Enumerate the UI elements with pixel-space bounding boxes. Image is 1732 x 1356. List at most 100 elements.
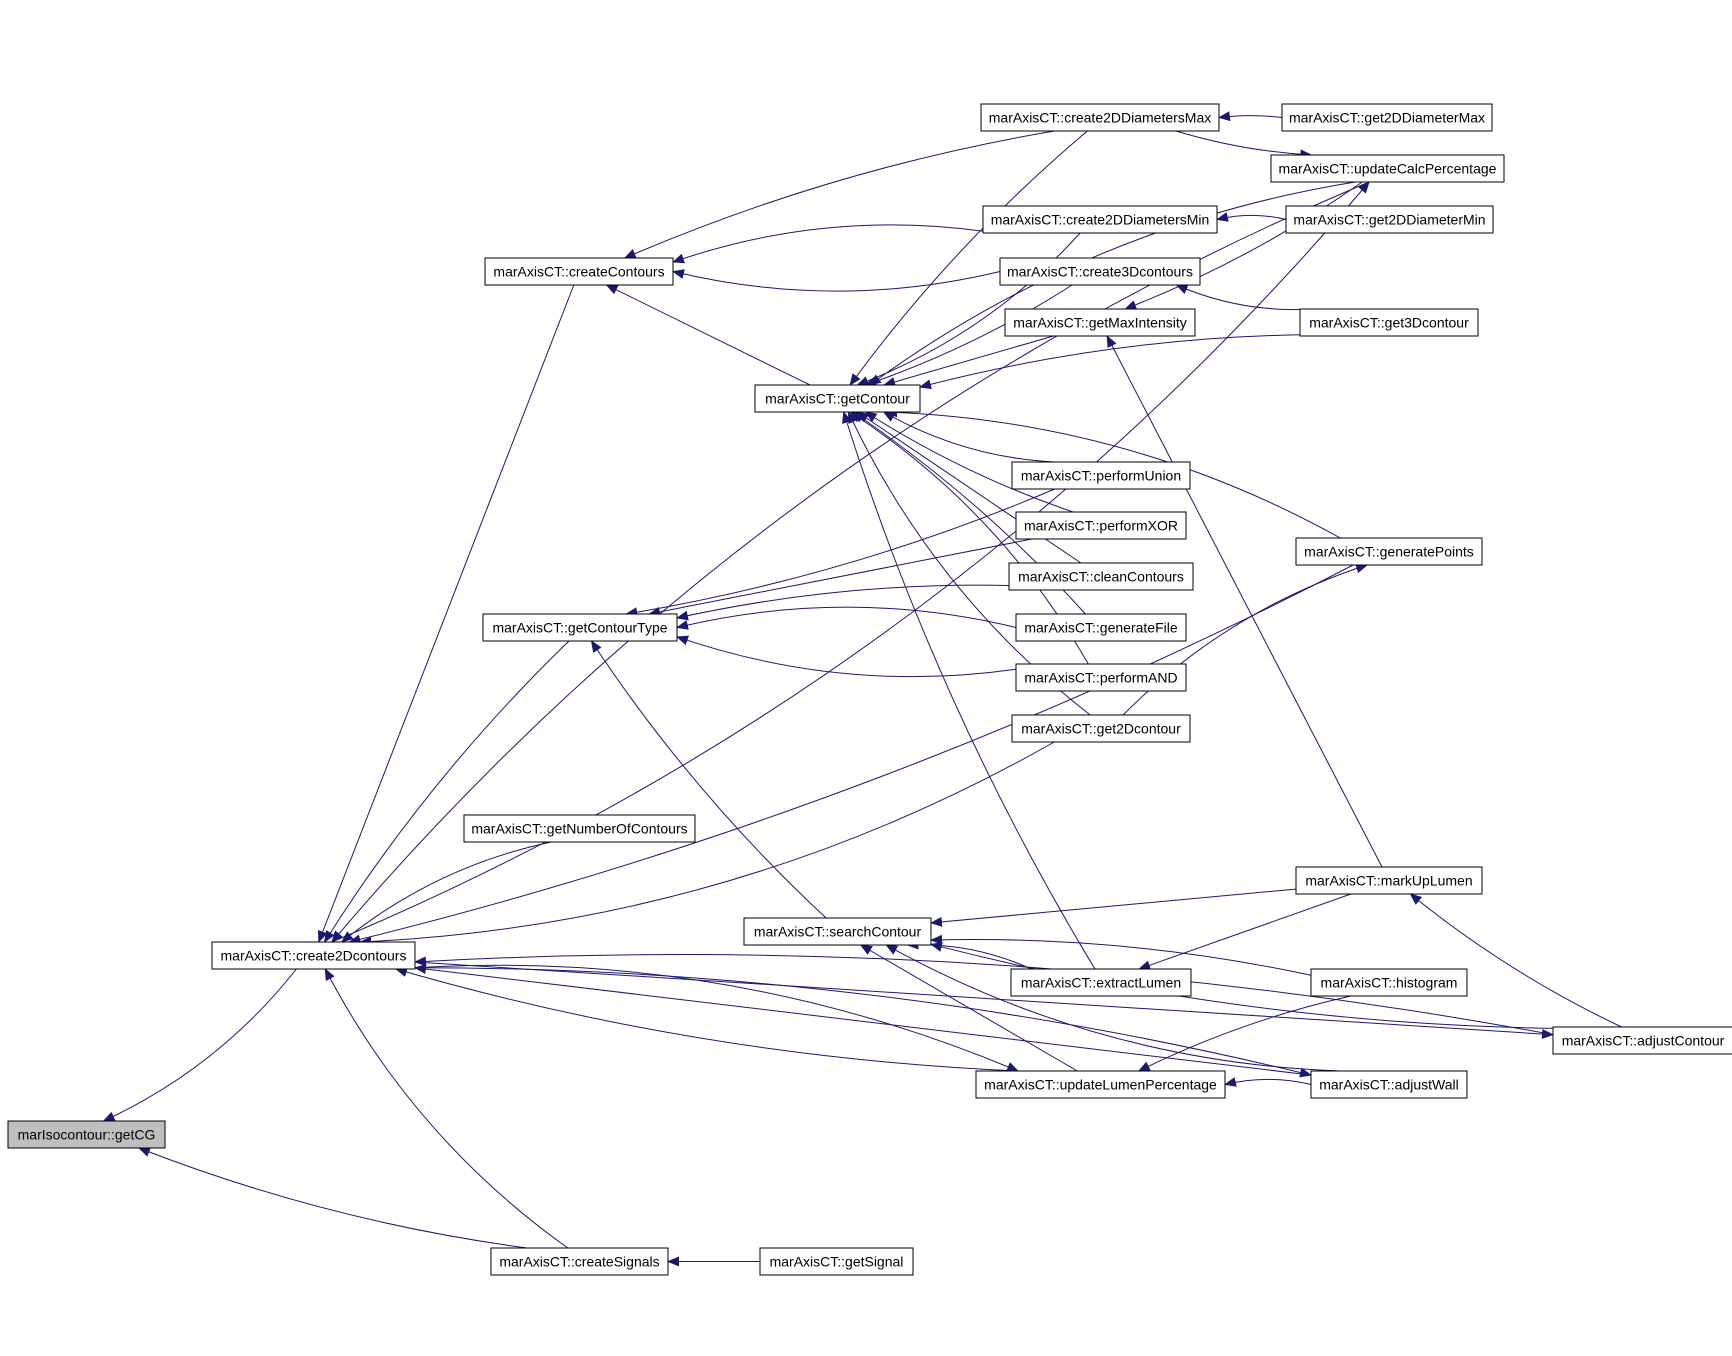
node-performAND[interactable]: marAxisCT::performAND — [1015, 663, 1187, 692]
edge-get2DDiameterMax-to-create2DDiametersMax — [1218, 111, 1283, 122]
node-performUnion[interactable]: marAxisCT::performUnion — [1011, 461, 1191, 490]
node-box — [463, 814, 696, 843]
node-label: marAxisCT::searchContour — [754, 924, 922, 940]
edge-markUpLumen-to-getMaxIntensity — [1106, 335, 1383, 868]
node-label: marAxisCT::get3Dcontour — [1309, 315, 1469, 331]
node-box — [1011, 714, 1191, 743]
edge-updateCalcPercentage-to-getContour — [868, 181, 1356, 386]
node-createSignals[interactable]: marAxisCT::createSignals — [490, 1247, 669, 1276]
node-box — [1295, 866, 1483, 895]
node-generatePoints[interactable]: marAxisCT::generatePoints — [1295, 537, 1483, 566]
edge-get2Dcontour-to-create2Dcontours — [359, 741, 1055, 947]
node-label: marIsocontour::getCG — [18, 1127, 156, 1143]
edge-histogram-to-searchContour — [930, 934, 1312, 976]
node-getContour[interactable]: marAxisCT::getContour — [754, 384, 921, 413]
edge-generatePoints-to-getContour — [885, 407, 1341, 539]
edge-create2DDiametersMax-to-updateCalcPercentage — [1175, 130, 1313, 160]
node-get3Dcontour[interactable]: marAxisCT::get3Dcontour — [1299, 308, 1479, 337]
edge-get3Dcontour-to-getContour — [919, 334, 1301, 390]
edge-create2Dcontours-to-updateCalcPercentage — [331, 181, 1370, 943]
node-box — [980, 103, 1220, 132]
node-label: marAxisCT::adjustContour — [1562, 1033, 1725, 1049]
node-label: marAxisCT::performXOR — [1024, 518, 1178, 534]
edge-getContour-to-createContours — [605, 284, 811, 386]
node-label: marAxisCT::performAND — [1024, 670, 1177, 686]
node-label: marAxisCT::create2DDiametersMin — [991, 212, 1210, 228]
node-markUpLumen[interactable]: marAxisCT::markUpLumen — [1295, 866, 1483, 895]
node-box — [1285, 205, 1494, 234]
node-label: marAxisCT::get2DDiameterMax — [1289, 110, 1485, 126]
edge-get3Dcontour-to-create3Dcontours — [1175, 284, 1313, 311]
node-updateCalcPercentage[interactable]: marAxisCT::updateCalcPercentage — [1270, 154, 1505, 183]
nodes-layer: marIsocontour::getCG marAxisCT::create2Dc… — [7, 103, 1732, 1276]
node-label: marAxisCT::extractLumen — [1021, 975, 1181, 991]
edge-markUpLumen-to-searchContour — [930, 888, 1297, 927]
node-getCG[interactable]: marIsocontour::getCG — [7, 1120, 166, 1149]
node-create3Dcontours[interactable]: marAxisCT::create3Dcontours — [999, 257, 1201, 286]
edge-searchContour-to-getContourType — [590, 640, 827, 919]
edge-adjustWall-to-searchContour — [885, 944, 1341, 1072]
node-adjustWall[interactable]: marAxisCT::adjustWall — [1310, 1070, 1468, 1099]
node-label: marAxisCT::create3Dcontours — [1007, 264, 1193, 280]
edge-cleanContours-to-getContourType — [676, 584, 1010, 621]
node-cleanContours[interactable]: marAxisCT::cleanContours — [1008, 562, 1194, 591]
edge-performUnion-to-getContourType — [625, 488, 1055, 618]
edge-createContours-to-create2Dcontours — [318, 284, 575, 943]
node-getNumberOfContours[interactable]: marAxisCT::getNumberOfContours — [463, 814, 696, 843]
edge-createSignals-to-create2Dcontours — [324, 968, 569, 1249]
node-createContours[interactable]: marAxisCT::createContours — [484, 257, 674, 286]
node-box — [1295, 537, 1483, 566]
node-box — [1310, 1070, 1468, 1099]
edge-create2DDiametersMax-to-getContour — [849, 130, 1088, 386]
node-label: marAxisCT::createSignals — [499, 1254, 659, 1270]
edge-extractLumen-to-searchContour — [906, 939, 1032, 970]
node-box — [484, 257, 674, 286]
node-label: marAxisCT::generateFile — [1024, 620, 1177, 636]
node-getContourType[interactable]: marAxisCT::getContourType — [482, 613, 678, 642]
node-box — [1011, 461, 1191, 490]
edge-get2DDiameterMin-to-create2DDiametersMin — [1216, 212, 1287, 222]
node-label: marAxisCT::getMaxIntensity — [1013, 315, 1187, 331]
node-label: marAxisCT::getContourType — [492, 620, 667, 636]
node-box — [7, 1120, 166, 1149]
node-label: marAxisCT::create2Dcontours — [221, 948, 407, 964]
node-get2Dcontour[interactable]: marAxisCT::get2Dcontour — [1011, 714, 1191, 743]
edge-histogram-to-updateLumenPercentage — [1137, 995, 1351, 1072]
node-box — [1015, 511, 1187, 540]
node-create2DDiametersMax[interactable]: marAxisCT::create2DDiametersMax — [980, 103, 1220, 132]
node-get2DDiameterMin[interactable]: marAxisCT::get2DDiameterMin — [1285, 205, 1494, 234]
node-get2DDiameterMax[interactable]: marAxisCT::get2DDiameterMax — [1281, 103, 1493, 132]
node-getMaxIntensity[interactable]: marAxisCT::getMaxIntensity — [1004, 308, 1196, 337]
edge-performXOR-to-getContourType — [648, 538, 1033, 617]
edge-create2DDiametersMax-to-createContours — [623, 130, 1055, 259]
edge-cleanContours-to-getContour — [856, 411, 1082, 564]
node-create2Dcontours[interactable]: marAxisCT::create2Dcontours — [211, 941, 416, 970]
node-label: marAxisCT::create2DDiametersMax — [989, 110, 1212, 126]
edge-adjustContour-to-create2Dcontours — [414, 954, 1554, 1036]
node-searchContour[interactable]: marAxisCT::searchContour — [743, 917, 932, 946]
node-performXOR[interactable]: marAxisCT::performXOR — [1015, 511, 1187, 540]
node-label: marAxisCT::get2Dcontour — [1021, 721, 1181, 737]
node-getSignal[interactable]: marAxisCT::getSignal — [759, 1247, 914, 1276]
node-box — [1299, 308, 1479, 337]
node-extractLumen[interactable]: marAxisCT::extractLumen — [1010, 968, 1192, 997]
edge-extractLumen-to-getContour — [842, 411, 1096, 970]
node-label: marAxisCT::getContour — [765, 391, 910, 407]
node-histogram[interactable]: marAxisCT::histogram — [1310, 968, 1468, 997]
edge-create2Dcontours-to-adjustContour — [414, 961, 1554, 1039]
node-updateLumenPercentage[interactable]: marAxisCT::updateLumenPercentage — [975, 1070, 1226, 1099]
node-box — [211, 941, 416, 970]
node-create2DDiametersMin[interactable]: marAxisCT::create2DDiametersMin — [982, 205, 1218, 234]
node-box — [743, 917, 932, 946]
node-box — [1015, 663, 1187, 692]
node-box — [999, 257, 1201, 286]
node-label: marAxisCT::createContours — [493, 264, 664, 280]
node-adjustContour[interactable]: marAxisCT::adjustContour — [1552, 1026, 1732, 1055]
edge-create3Dcontours-to-getContour — [864, 284, 1073, 387]
node-generateFile[interactable]: marAxisCT::generateFile — [1015, 613, 1187, 642]
edge-adjustWall-to-updateLumenPercentage — [1224, 1077, 1312, 1087]
node-box — [1281, 103, 1493, 132]
edge-adjustContour-to-searchContour — [930, 942, 1554, 1029]
node-box — [490, 1247, 669, 1276]
edge-create3Dcontours-to-createContours — [672, 269, 1001, 292]
